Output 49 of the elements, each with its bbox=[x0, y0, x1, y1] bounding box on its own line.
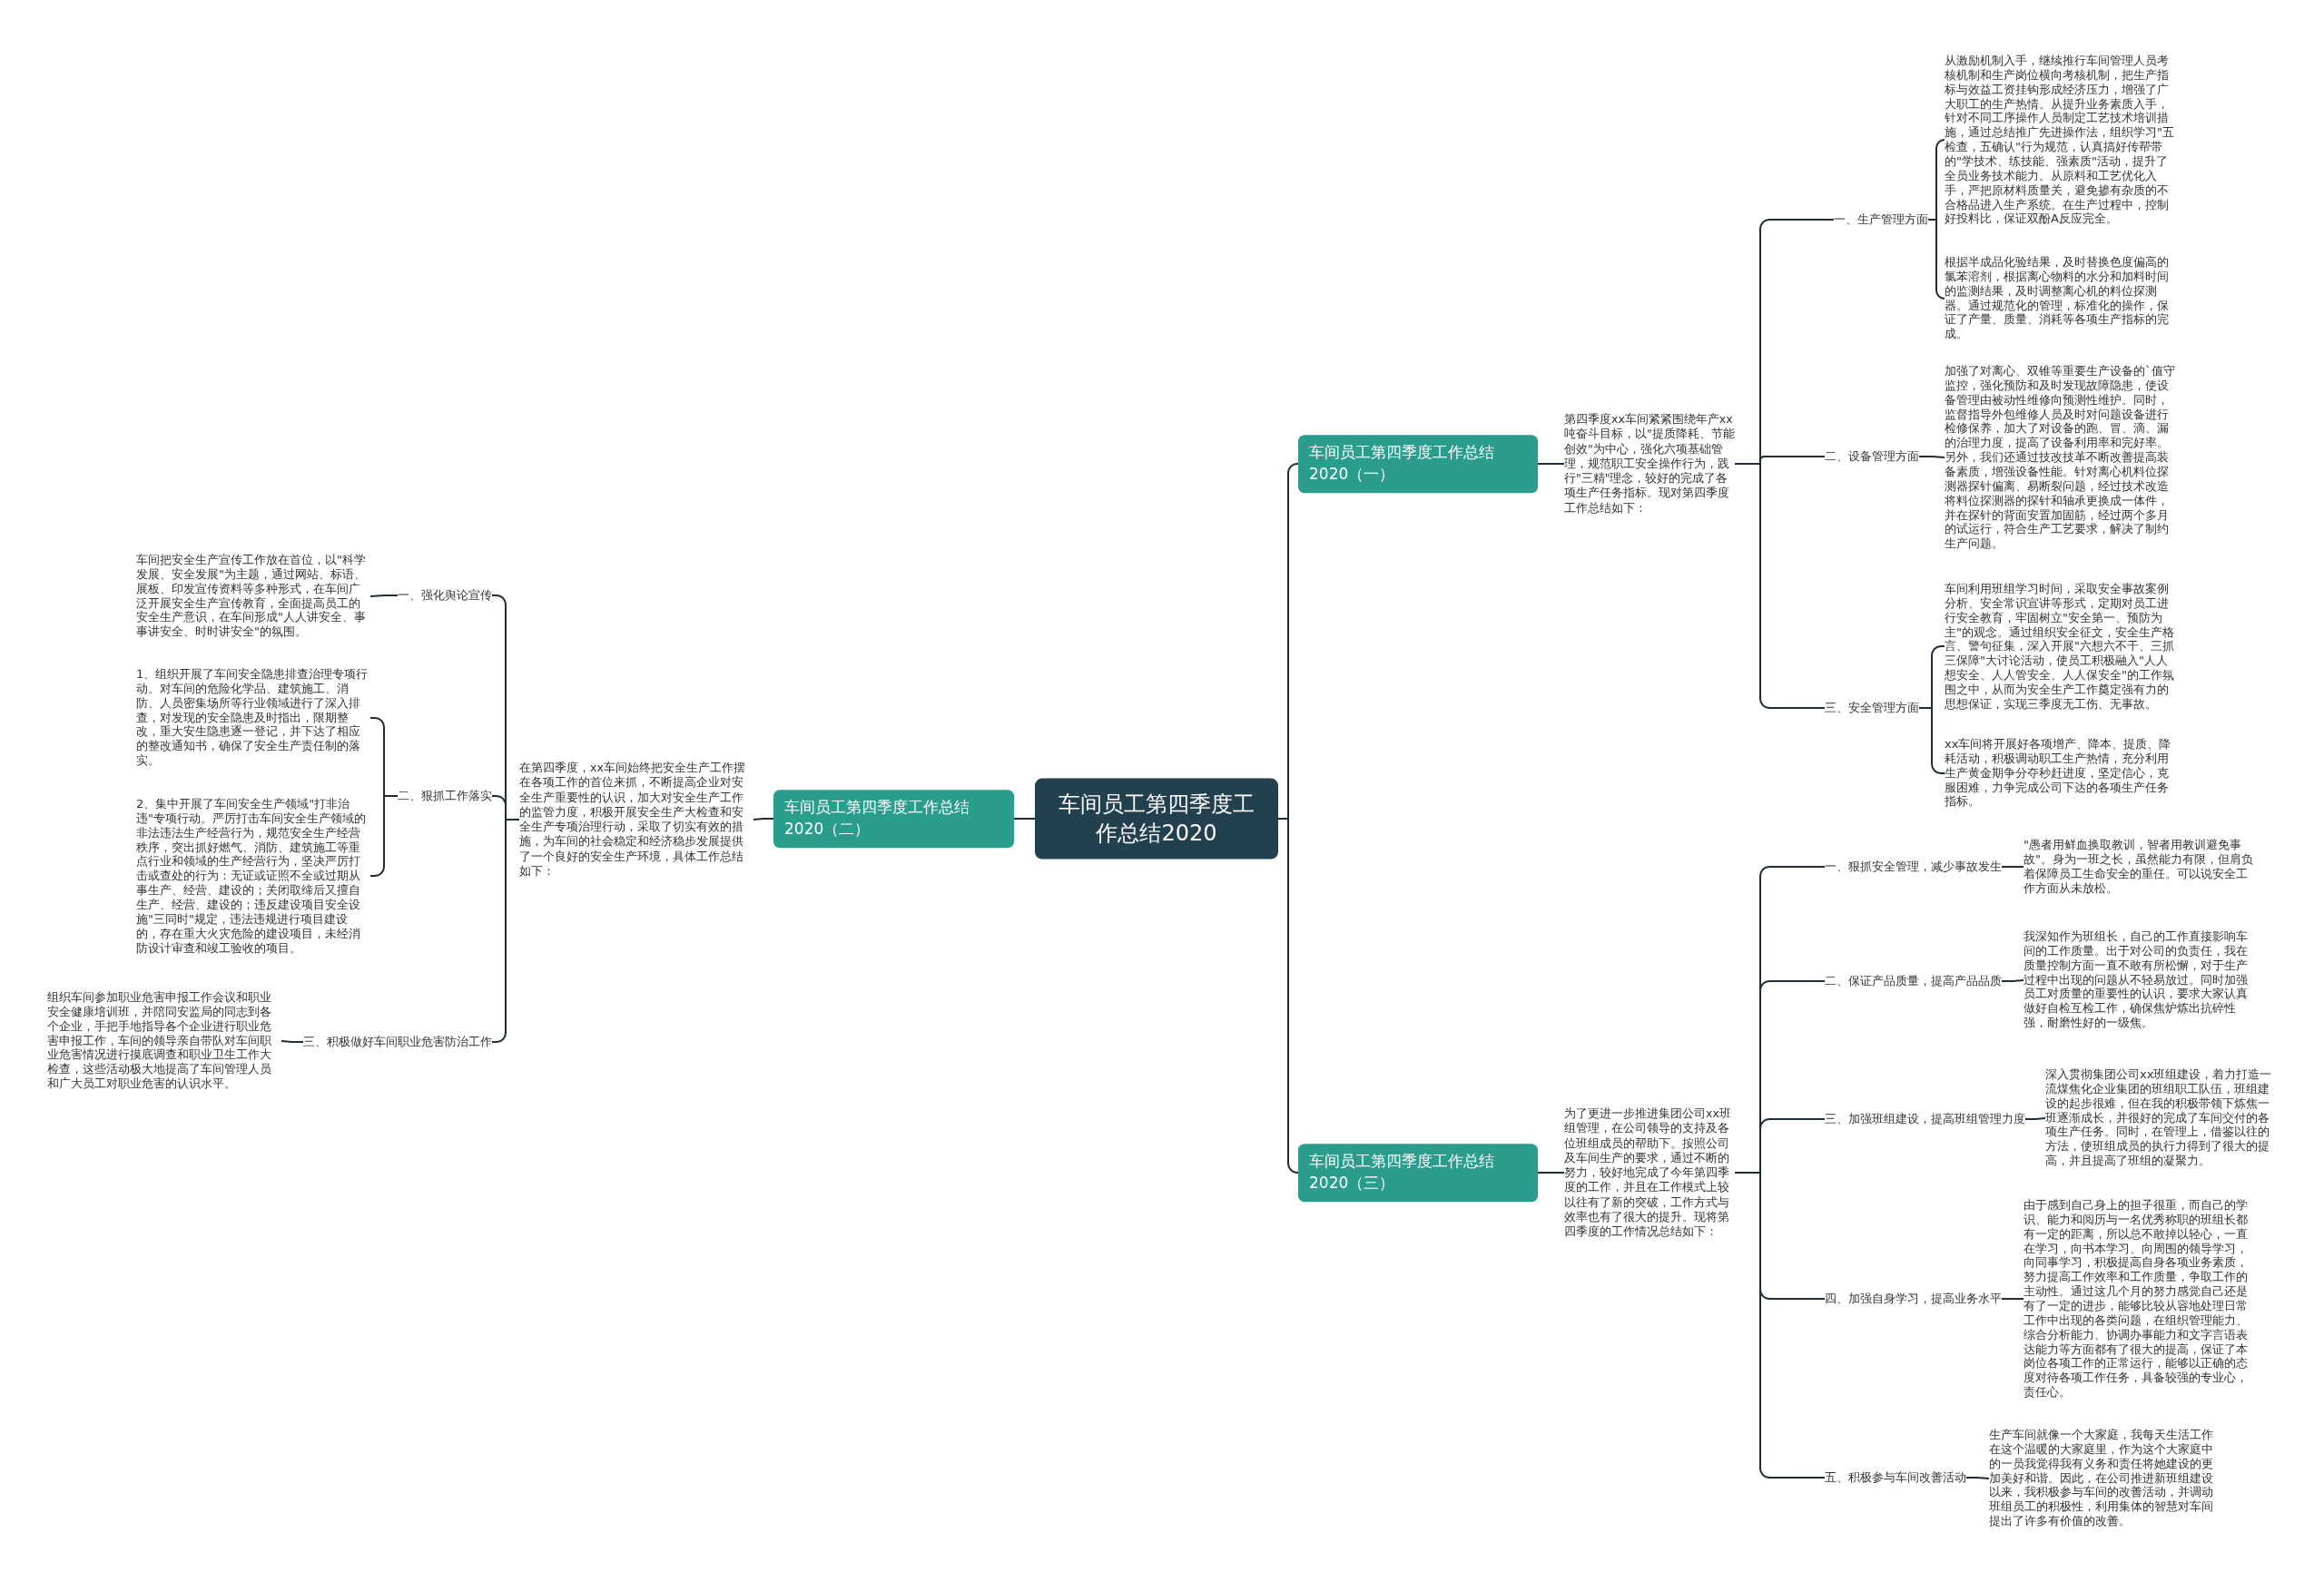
connector-line bbox=[2001, 1298, 2024, 1300]
connector-line bbox=[1734, 463, 1826, 709]
connector-line bbox=[2001, 866, 2024, 868]
summary-text: 在第四季度，xx车间始终把安全生产工作摆在各项工作的首位来抓，不断提高企业对安全生产重要性的认识，加大对安全生产工作的监管力度，积极开展安全生产大检查和安全生产专项治理行动，采取了切实有效的措施，为车间的社会稳定和经济稳步发展提供了一个良好的安全生产环境，具体工作总结如下： bbox=[519, 761, 753, 879]
detail-text: 从激励机制入手，继续推行车间管理人员考核机制和生产岗位横向考核机制，把生产指标与效益工资挂钩形成经济压力，增强了广大职工的生产热情。从提升业务素质入手，针对不同工序操作人员制定工艺技术培训措施，通过总结推广先进操作法，组织学习"五检查，五确认"行为规范，认真搞好传帮带的"学技术、练技能、强素质"活动，提升了全员业务技术能力。从原料和工艺优化入手，严把原材料质量关，避免掺有杂质的不合格品进入生产系统。在生产过程中，控制好投料比，保证双酚A反应完全。 bbox=[1945, 53, 2177, 227]
detail-text: 深入贯彻集团公司xx班组建设，着力打造一流煤焦化企业集团的班组职工队伍，班组建设的起步很难，但在我的积极带领下炼焦一班逐渐成长，并很好的完成了车间交付的各项生产任务。同时，在管理上，借鉴以往的方法，使班组成员的执行力得到了很大的提高，并且提高了班组的凝聚力。 bbox=[2045, 1067, 2280, 1169]
subtopic-text: 四、加强自身学习，提高业务水平 bbox=[1825, 1291, 2002, 1307]
detail-text: 根据半成品化验结果，及时替换色度偏高的氯苯溶剂，根据离心物料的水分和加料时间的监测结果，及时调整离心机的料位探测器。通过规范化的管理，标准化的操作，保证了产量、质量、消耗等各项生产指标的完成。 bbox=[1945, 255, 2177, 342]
subtopic-text: 三、安全管理方面 bbox=[1825, 700, 1919, 716]
subtopic-text: 一、生产管理方面 bbox=[1834, 211, 1928, 228]
connector-line bbox=[369, 795, 399, 877]
connector-line bbox=[753, 818, 774, 820]
connector-line bbox=[1537, 463, 1565, 465]
connector-line bbox=[491, 819, 520, 1043]
branch-topic-box: 车间员工第四季度工作总结2020（一） bbox=[1298, 435, 1538, 493]
detail-text: 生产车间就像一个大家庭，我每天生活工作在这个温暖的大家庭里，作为这个大家庭中的一员我觉得我有义务和责任将她建设的更加美好和谐。因此，在公司推进新班组建设以来，我积极参与车间的改善活动，并调动班组员工的积极性，利用集体的智慧对车间提出了许多有价值的改善。 bbox=[1989, 1428, 2223, 1529]
detail-text: 组织车间参加职业危害申报工作会议和职业安全健康培训班，并陪同安监局的同志到各个企业，手把手地指导各个企业进行职业危害申报工作，车间的领导亲自带队对车间职业危害情况进行摸底调查和职业卫生工作大检查，这些活动极大地提高了车间管理人员和广大员工对职业危害的认识水平。 bbox=[47, 990, 281, 1092]
detail-text: 加强了对离心、双锥等重要生产设备的`值守监控，强化预防和及时发现故障隐患，使设备管理由被动性维修向预测性维护。同时，监督指导外包维修人员及时对问题设备进行检修保养，加大了对设备的跑、冒、滴、漏的治理力度，提高了设备利用率和完好率。另外，我们还通过技改技革不断改善提高装备素质，增强设备性能。针对离心机料位探测器探针偏离、易断裂问题，经过技术改造将料位探测器的探针和轴承更换成一体件，并在探针的背面安置加固筋，经过两个多月的试运行，符合生产工艺要求，解决了制约生产问题。 bbox=[1945, 363, 2177, 552]
connector-line bbox=[1537, 1172, 1565, 1174]
subtopic-text: 二、狠抓工作落实 bbox=[398, 788, 492, 804]
connector-line bbox=[281, 1040, 304, 1043]
connector-line bbox=[1927, 219, 1945, 300]
branch-topic-box: 车间员工第四季度工作总结2020（三） bbox=[1298, 1144, 1538, 1202]
connector-line bbox=[369, 594, 399, 597]
branch-topic-box: 车间员工第四季度工作总结2020（二） bbox=[773, 790, 1014, 848]
detail-text: 1、组织开展了车间安全隐患排查治理专项行动。对车间的危险化学品、建筑施工、消防、人员密集场所等行业领域进行了深入排查，对发现的安全隐患及时指出，限期整改，重大安生隐患逐一登记，并下达了相应的整改通知书，确保了安全生产责任制的落实。 bbox=[136, 667, 370, 769]
detail-text: "愚者用鲜血换取教训，智者用教训避免事故"。身为一班之长，虽然能力有限，但肩负着保障员工生命安全的重任。可以说安全工作方面从未放松。 bbox=[2024, 838, 2258, 896]
detail-text: 2、集中开展了车间安全生产领域"打非治违"专项行动。严厉打击车间安全生产领域的非法违法生产经营行为，规范安全生产经营秩序，突出抓好燃气、消防、建筑施工等重点行业和领域的生产经营行为，坚决严厉打击或查处的行为：无证或证照不全或过期从事生产、经营、建设的；关闭取缔后又擅自生产、经营、建设的；违反建设项目安全设施"三同时"规定，违法违规进行项目建设的，存在重大火灾危险的建设项目，未经消防设计审查和竣工验收的项目。 bbox=[136, 796, 370, 956]
subtopic-text: 三、积极做好车间职业危害防治工作 bbox=[303, 1034, 492, 1050]
connector-line bbox=[1013, 818, 1036, 820]
subtopic-text: 二、设备管理方面 bbox=[1825, 448, 1919, 465]
connector-line bbox=[1734, 1172, 1826, 1479]
central-topic-box: 车间员工第四季度工作总结2020 bbox=[1035, 778, 1278, 860]
detail-text: xx车间将开展好各项增产、降本、提质、降耗活动，积极调动职工生产热情，充分利用生产黄金期争分夺秒赶进度，坚定信心，克服困难，力争完成公司下达的各项生产任务指标。 bbox=[1945, 737, 2177, 810]
subtopic-text: 一、狠抓安全管理，减少事故发生 bbox=[1825, 859, 2002, 875]
summary-text: 第四季度xx车间紧紧围绕年产xx吨奋斗目标，以"提质降耗、节能创效"为中心，强化六项基础管理，规范职工安全操作行为，践行"三精"理念，较好的完成了各项生产任务指标。现对第四季度工作总结如下： bbox=[1564, 412, 1735, 516]
detail-text: 车间把安全生产宣传工作放在首位，以"科学发展、安全发展"为主题，通过网站、标语、展板、印发宣传资料等多种形式，在车间广泛开展安全生产宣传教育，全面提高员工的安全生产意识，在车间形成"人人讲安全、事事讲安全、时时讲安全"的氛围。 bbox=[136, 553, 370, 640]
detail-text: 我深知作为班组长，自己的工作直接影响车间的工作质量。出于对公司的负责任，我在质量控制方面一直不敢有所松懈，对于生产过程中出现的问题从不轻易放过。同时加强员工对质量的重要性的认识，要求大家认真做好自检互检工作，确保焦炉炼出抗碎性强，耐磨性好的一级焦。 bbox=[2024, 929, 2258, 1031]
connector-line bbox=[1918, 456, 1945, 458]
detail-text: 车间利用班组学习时间，采取安全事故案例分析、安全常识宣讲等形式，定期对员工进行安全教育，牢固树立"安全第一、预防为主"的观念。通过组织安全征文，安全生产格言、警句征集，深入开展"六想六不干、三抓三保障"大讨论活动，使员工积极融入"人人想安全、人人管安全、人人保安全"的工作氛围之中，从而为安全生产工作奠定强有力的思想保证，实现三季度无工伤、无事故。 bbox=[1945, 581, 2177, 712]
summary-text: 为了更进一步推进集团公司xx班组管理，在公司领导的支持及各位班组成员的帮助下。按照公司及车间生产的要求，通过不断的努力，较好地完成了今年第四季度的工作，并且在工作模式上较以往有了新的突破，工作方式与效率也有了很大的提升。现将第四季度的工作情况总结如下： bbox=[1564, 1105, 1735, 1240]
subtopic-text: 一、强化舆论宣传 bbox=[398, 587, 492, 604]
subtopic-text: 三、加强班组建设，提高班组管理力度 bbox=[1825, 1111, 2025, 1127]
subtopic-text: 二、保证产品质量，提高产品品质 bbox=[1825, 973, 2002, 989]
connector-line bbox=[2024, 1117, 2046, 1120]
subtopic-text: 五、积极参与车间改善活动 bbox=[1825, 1469, 1966, 1486]
connector-line bbox=[2001, 979, 2024, 982]
connector-line bbox=[1965, 1477, 1990, 1479]
detail-text: 由于感到自己身上的担子很重，而自己的学识、能力和阅历与一名优秀称职的班组长都有一定的距离，所以总不敢掉以轻心，一直在学习，向书本学习、向周围的领导学习，向同事学习，积极提高自身各项业务素质，努力提高工作效率和工作质量，争取工作的主动性。通过这几个月的努力感觉自己还是有了一定的进步，能够比较从容地处理日常工作中出现的各类问题，在组织管理能力、综合分析能力、协调办事能力和文字言语表达能力等方面都有了很大的提高，保证了本岗位各项工作的正常运行，能够以正确的态度对待各项工作任务，具备较强的专业心，责任心。 bbox=[2024, 1198, 2258, 1400]
